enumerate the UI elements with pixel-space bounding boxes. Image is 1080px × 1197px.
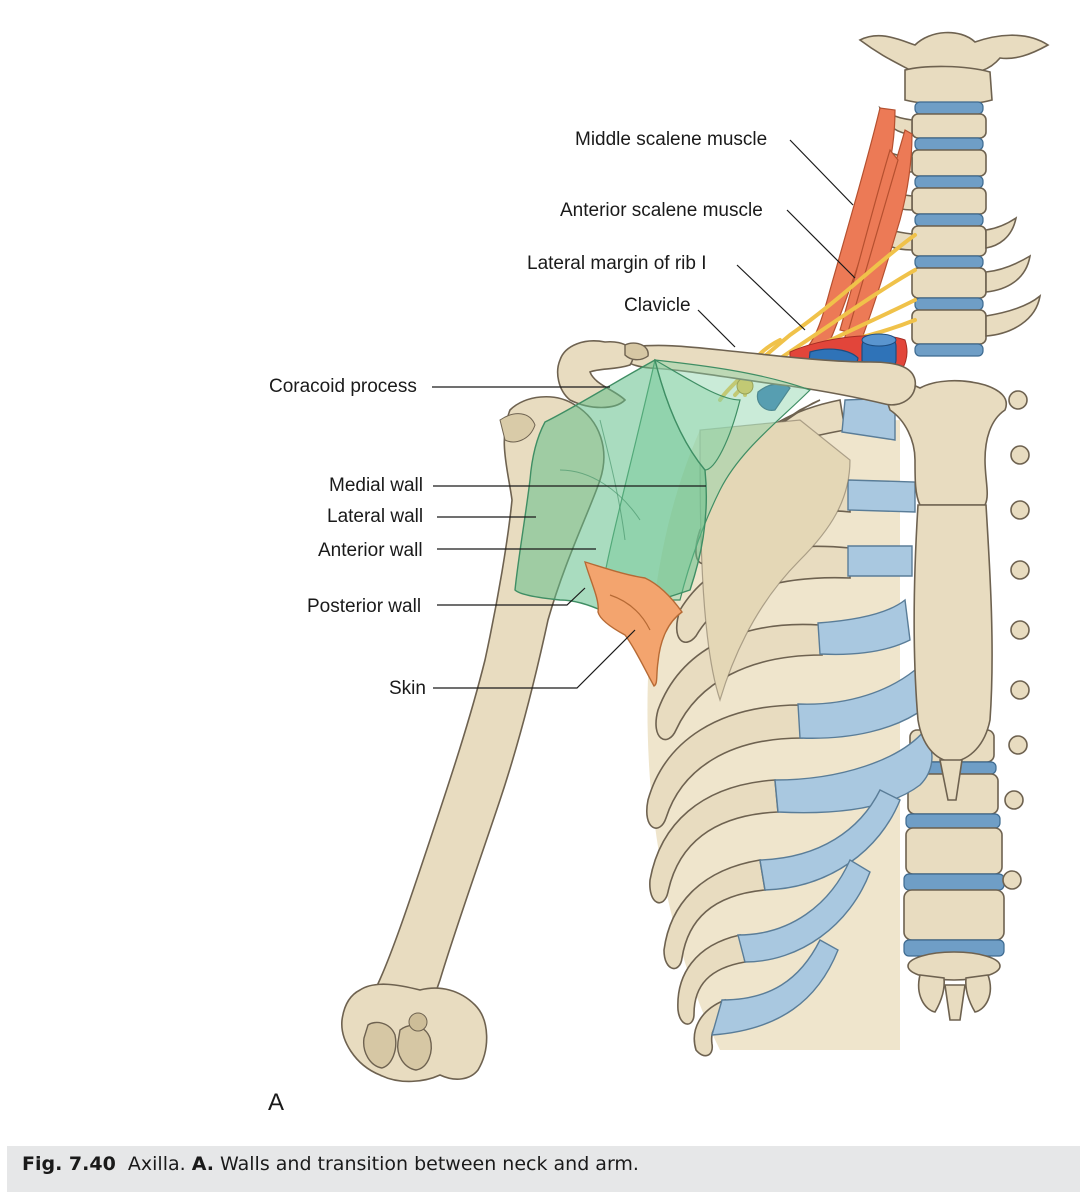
caption-bar — [7, 1146, 1080, 1192]
panel-letter: A — [268, 1089, 284, 1116]
caption-fig-number: Fig. 7.40 — [22, 1153, 116, 1175]
leader-lines — [432, 139, 856, 689]
label-lateral-margin-rib: Lateral margin of rib I — [527, 253, 707, 274]
skin-flap — [583, 560, 683, 687]
shoulder-girdle — [556, 340, 851, 702]
caption-title: Axilla. — [127, 1153, 186, 1175]
vertebral-column — [858, 31, 1050, 1021]
figure-caption: Fig. 7.40 Axilla. A. Walls and transitio… — [22, 1153, 639, 1175]
label-posterior-wall: Posterior wall — [307, 596, 421, 617]
labels: Middle scalene muscle Anterior scalene m… — [268, 129, 767, 1116]
label-anterior-wall: Anterior wall — [318, 540, 423, 561]
label-lateral-wall: Lateral wall — [327, 506, 423, 527]
label-skin: Skin — [389, 678, 426, 699]
label-clavicle: Clavicle — [624, 295, 691, 316]
label-medial-wall: Medial wall — [329, 475, 423, 496]
caption-text: Walls and transition between neck and ar… — [220, 1153, 639, 1175]
label-middle-scalene: Middle scalene muscle — [575, 129, 767, 150]
caption-panel: A. — [191, 1153, 214, 1175]
label-coracoid-process: Coracoid process — [269, 376, 417, 397]
clavicle — [622, 344, 916, 406]
label-anterior-scalene: Anterior scalene muscle — [560, 200, 763, 221]
scalene-muscles — [803, 107, 913, 357]
